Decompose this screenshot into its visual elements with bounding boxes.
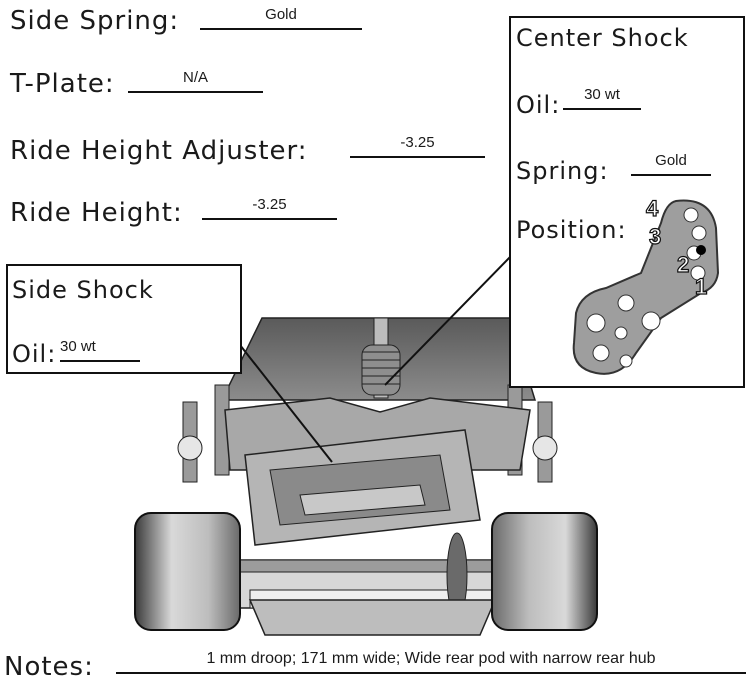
center-shock-title: Center Shock (516, 24, 689, 52)
ride-height-adjuster-label: Ride Height Adjuster: (10, 136, 308, 166)
side-spring-value[interactable]: Gold (200, 6, 362, 30)
center-shock-spring-label: Spring: (516, 157, 609, 185)
t-plate-label: T-Plate: (10, 69, 115, 99)
center-shock-spring-value[interactable]: Gold (631, 152, 711, 176)
side-shock-box: Side Shock Oil: 30 wt (6, 264, 242, 374)
side-spring-label: Side Spring: (10, 6, 180, 36)
position-number-4: 4 (645, 196, 659, 221)
notes-value[interactable]: 1 mm droop; 171 mm wide; Wide rear pod w… (116, 650, 746, 674)
side-shock-oil-label: Oil: (12, 340, 57, 368)
center-shock-oil-label: Oil: (516, 91, 561, 119)
ride-height-value[interactable]: -3.25 (202, 196, 337, 220)
notes-label: Notes: (4, 652, 94, 682)
center-shock-position-label: Position: (516, 216, 627, 244)
ride-height-label: Ride Height: (10, 198, 183, 228)
side-shock-title: Side Shock (12, 276, 154, 304)
position-number-1: 1 (694, 274, 708, 299)
side-shock-oil-value[interactable]: 30 wt (60, 338, 140, 362)
t-plate-value[interactable]: N/A (128, 69, 263, 93)
position-number-2: 2 (676, 252, 690, 277)
ride-height-adjuster-value[interactable]: -3.25 (350, 134, 485, 158)
position-number-3: 3 (648, 224, 662, 249)
center-shock-box: Center Shock Oil: 30 wt Spring: Gold Pos… (509, 16, 745, 388)
shock-mount-bracket-icon (572, 199, 720, 375)
center-shock-oil-value[interactable]: 30 wt (563, 86, 641, 110)
